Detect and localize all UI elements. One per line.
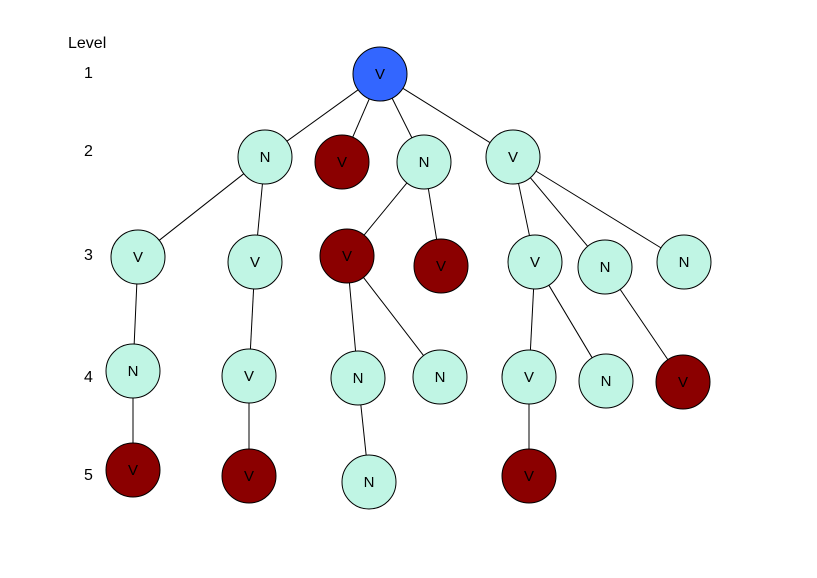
node-circle [105,343,161,399]
edge-n5-n12 [535,170,662,249]
edge-n10-n17 [529,288,535,351]
node-label: V [436,258,446,275]
node-n21: V [221,448,277,504]
node-label: V [128,462,138,479]
node-n15: N [330,350,386,406]
node-circle [237,129,293,185]
edge-n7-n14 [249,288,255,350]
node-n17: V [501,349,557,405]
node-circle [314,134,370,190]
node-label: V [530,254,540,271]
node-circle [221,448,277,504]
node-n1: V [352,46,408,102]
node-label: V [250,254,260,271]
edge-n4-n8 [363,182,408,236]
node-n23: V [501,448,557,504]
node-label: V [244,368,254,385]
node-label: N [435,369,446,386]
node-n5: V [485,129,541,185]
edge-n1-n5 [402,87,491,144]
node-label: V [133,249,143,266]
node-circle [412,349,468,405]
node-circle [227,234,283,290]
node-circle [341,454,397,510]
edge-n2-n6 [158,173,245,241]
edge-n5-n10 [518,183,530,236]
node-circle [221,348,277,404]
node-label: N [128,363,139,380]
edge-n10-n18 [548,284,593,359]
edge-n1-n4 [391,97,413,139]
node-label: N [353,370,364,387]
node-circle [413,238,469,294]
node-circle [485,129,541,185]
level-label-1: 1 [84,65,93,82]
node-n9: V [413,238,469,294]
node-n11: N [577,239,633,295]
edge-n8-n16 [363,277,424,356]
node-circle [656,234,712,290]
node-n2: N [237,129,293,185]
node-label: V [244,468,254,485]
level-label-2: 2 [84,143,93,160]
node-label: V [524,468,534,485]
node-circle [396,134,452,190]
node-n12: N [656,234,712,290]
node-circle [501,349,557,405]
node-n18: N [578,353,634,409]
node-n7: V [227,234,283,290]
node-circle [507,234,563,290]
node-n22: N [341,454,397,510]
node-n4: N [396,134,452,190]
edge-n15-n22 [360,404,367,456]
edge-n2-n7 [257,183,263,236]
node-n16: N [412,349,468,405]
edge-n1-n2 [286,89,359,142]
node-label: N [419,154,430,171]
node-circle [501,448,557,504]
level-label-5: 5 [84,467,93,484]
node-label: V [375,66,385,83]
node-circle [578,353,634,409]
node-n19: V [655,354,711,410]
edge-n11-n19 [619,289,669,360]
nodes-layer: V N V N V V V V V V N N N V N N V N V V V N V [105,46,712,510]
node-n10: V [507,234,563,290]
edge-n4-n9 [427,188,438,240]
edge-n5-n11 [529,177,589,247]
node-circle [352,46,408,102]
node-circle [110,229,166,285]
node-n13: N [105,343,161,399]
node-circle [577,239,633,295]
node-n8: V [319,228,375,284]
edges-layer [132,87,669,456]
edge-n6-n13 [133,283,138,345]
node-n3: V [314,134,370,190]
node-label: N [601,373,612,390]
node-circle [655,354,711,410]
node-n20: V [105,442,161,498]
edge-n1-n3 [352,98,370,138]
node-label: V [508,149,518,166]
node-circle [319,228,375,284]
node-label: V [524,369,534,386]
node-circle [330,350,386,406]
node-label: N [600,259,611,276]
level-header: Level [68,35,106,52]
node-n6: V [110,229,166,285]
node-n14: V [221,348,277,404]
node-label: V [337,154,347,171]
node-circle [105,442,161,498]
node-label: V [678,374,688,391]
node-label: N [260,149,271,166]
node-label: N [364,474,375,491]
node-label: V [342,248,352,265]
node-label: N [679,254,690,271]
level-label-3: 3 [84,247,93,264]
level-label-4: 4 [84,369,93,386]
edge-n8-n15 [348,282,357,352]
